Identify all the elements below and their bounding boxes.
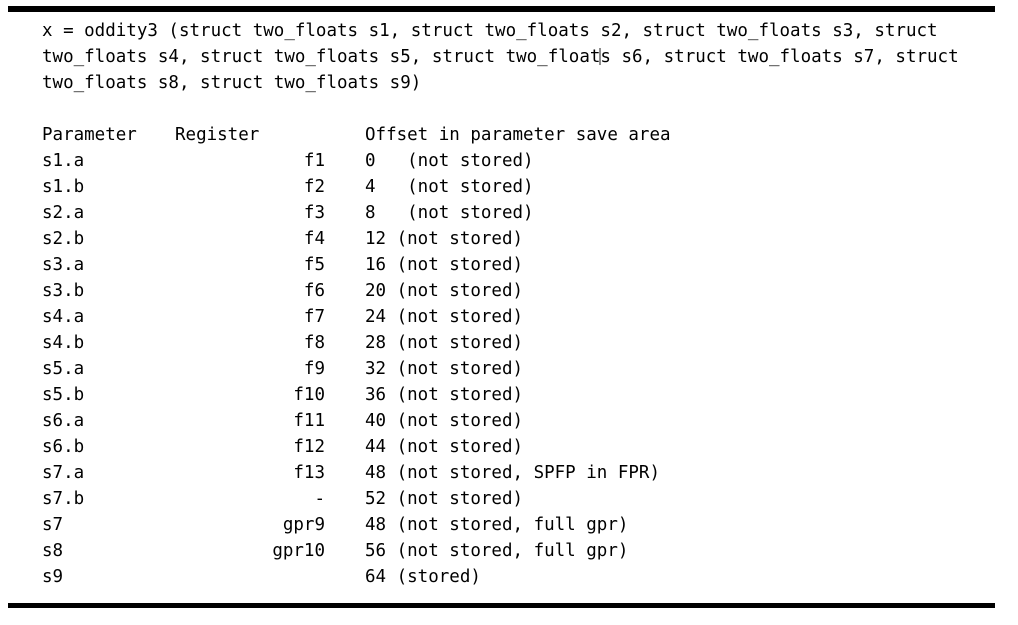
cell-parameter: s7	[42, 515, 64, 535]
top-horizontal-rule	[8, 6, 995, 12]
cell-parameter: s3.a	[42, 255, 85, 275]
cell-parameter: s9	[42, 567, 64, 587]
function-signature-block: x = oddity3 (struct two_floats s1, struc…	[42, 18, 982, 96]
cell-offset: 28 (not stored)	[365, 333, 524, 353]
cell-offset: 44 (not stored)	[365, 437, 524, 457]
cell-register: gpr9	[282, 515, 325, 535]
cell-register: f7	[303, 307, 325, 327]
cell-parameter: s4.b	[42, 333, 85, 353]
table-row: s4.b f8 28 (not stored)	[42, 330, 982, 356]
table-row: s2.a f3 8 (not stored)	[42, 200, 982, 226]
table-row: s1.b f2 4 (not stored)	[42, 174, 982, 200]
table-row: s6.b f12 44 (not stored)	[42, 434, 982, 460]
cell-offset: 16 (not stored)	[365, 255, 524, 275]
cell-parameter: s8	[42, 541, 64, 561]
table-row: s2.b f4 12 (not stored)	[42, 226, 982, 252]
table-row: s3.a f5 16 (not stored)	[42, 252, 982, 278]
text-cursor	[599, 48, 602, 65]
signature-line-2-part-1: two_floats s4, struct two_floats s5, str…	[42, 47, 601, 67]
cell-offset: 32 (not stored)	[365, 359, 524, 379]
cell-offset: 40 (not stored)	[365, 411, 524, 431]
cell-offset: 4 (not stored)	[365, 177, 534, 197]
table-row: s4.a f7 24 (not stored)	[42, 304, 982, 330]
bottom-horizontal-rule	[8, 603, 995, 608]
cell-register: f12	[293, 437, 325, 457]
cell-offset: 12 (not stored)	[365, 229, 524, 249]
cell-parameter: s3.b	[42, 281, 85, 301]
table-row: s7.b - 52 (not stored)	[42, 486, 982, 512]
cell-register: f11	[293, 411, 325, 431]
table-row: s9 64 (stored)	[42, 564, 982, 590]
cell-offset: 52 (not stored)	[365, 489, 524, 509]
table-row: s7.a f13 48 (not stored, SPFP in FPR)	[42, 460, 982, 486]
signature-line-1: x = oddity3 (struct two_floats s1, struc…	[42, 21, 938, 41]
table-row: s6.a f11 40 (not stored)	[42, 408, 982, 434]
cell-parameter: s7.a	[42, 463, 85, 483]
cell-parameter: s2.a	[42, 203, 85, 223]
cell-register: f4	[303, 229, 325, 249]
column-header-register: Register	[175, 125, 260, 145]
cell-register: f3	[303, 203, 325, 223]
cell-register: gpr10	[272, 541, 325, 561]
table-row: s5.a f9 32 (not stored)	[42, 356, 982, 382]
cell-offset: 56 (not stored, full gpr)	[365, 541, 629, 561]
cell-parameter: s5.a	[42, 359, 85, 379]
cell-parameter: s4.a	[42, 307, 85, 327]
cell-register: f5	[303, 255, 325, 275]
cell-register: f1	[303, 151, 325, 171]
table-row: s5.b f10 36 (not stored)	[42, 382, 982, 408]
cell-offset: 48 (not stored, full gpr)	[365, 515, 629, 535]
parameter-register-table: Parameter Register Offset in parameter sav…	[42, 122, 982, 590]
cell-offset: 48 (not stored, SPFP in FPR)	[365, 463, 661, 483]
column-header-parameter: Parameter	[42, 125, 137, 145]
table-row: s3.b f6 20 (not stored)	[42, 278, 982, 304]
table-row: s1.a f1 0 (not stored)	[42, 148, 982, 174]
cell-register: f9	[303, 359, 325, 379]
cell-parameter: s7.b	[42, 489, 85, 509]
cell-offset: 64 (stored)	[365, 567, 481, 587]
column-header-offset: Offset in parameter save area	[365, 125, 671, 145]
cell-register: -	[314, 489, 325, 509]
cell-parameter: s6.a	[42, 411, 85, 431]
signature-line-2-part-2: s s6, struct two_floats s7, struct	[600, 47, 959, 67]
table-row: s8 gpr10 56 (not stored, full gpr)	[42, 538, 982, 564]
cell-register: f6	[303, 281, 325, 301]
cell-parameter: s2.b	[42, 229, 85, 249]
cell-offset: 0 (not stored)	[365, 151, 534, 171]
cell-register: f8	[303, 333, 325, 353]
cell-register: f2	[303, 177, 325, 197]
cell-parameter: s1.a	[42, 151, 85, 171]
cell-offset: 36 (not stored)	[365, 385, 524, 405]
table-header-row: Parameter Register Offset in parameter sav…	[42, 122, 982, 148]
cell-offset: 24 (not stored)	[365, 307, 524, 327]
block-spacer	[42, 96, 982, 122]
cell-parameter: s5.b	[42, 385, 85, 405]
cell-register: f10	[293, 385, 325, 405]
cell-offset: 8 (not stored)	[365, 203, 534, 223]
cell-register: f13	[293, 463, 325, 483]
table-row: s7 gpr9 48 (not stored, full gpr)	[42, 512, 982, 538]
cell-offset: 20 (not stored)	[365, 281, 524, 301]
document-content: x = oddity3 (struct two_floats s1, struc…	[42, 18, 982, 590]
cell-parameter: s1.b	[42, 177, 85, 197]
cell-parameter: s6.b	[42, 437, 85, 457]
signature-line-3: two_floats s8, struct two_floats s9)	[42, 73, 422, 93]
